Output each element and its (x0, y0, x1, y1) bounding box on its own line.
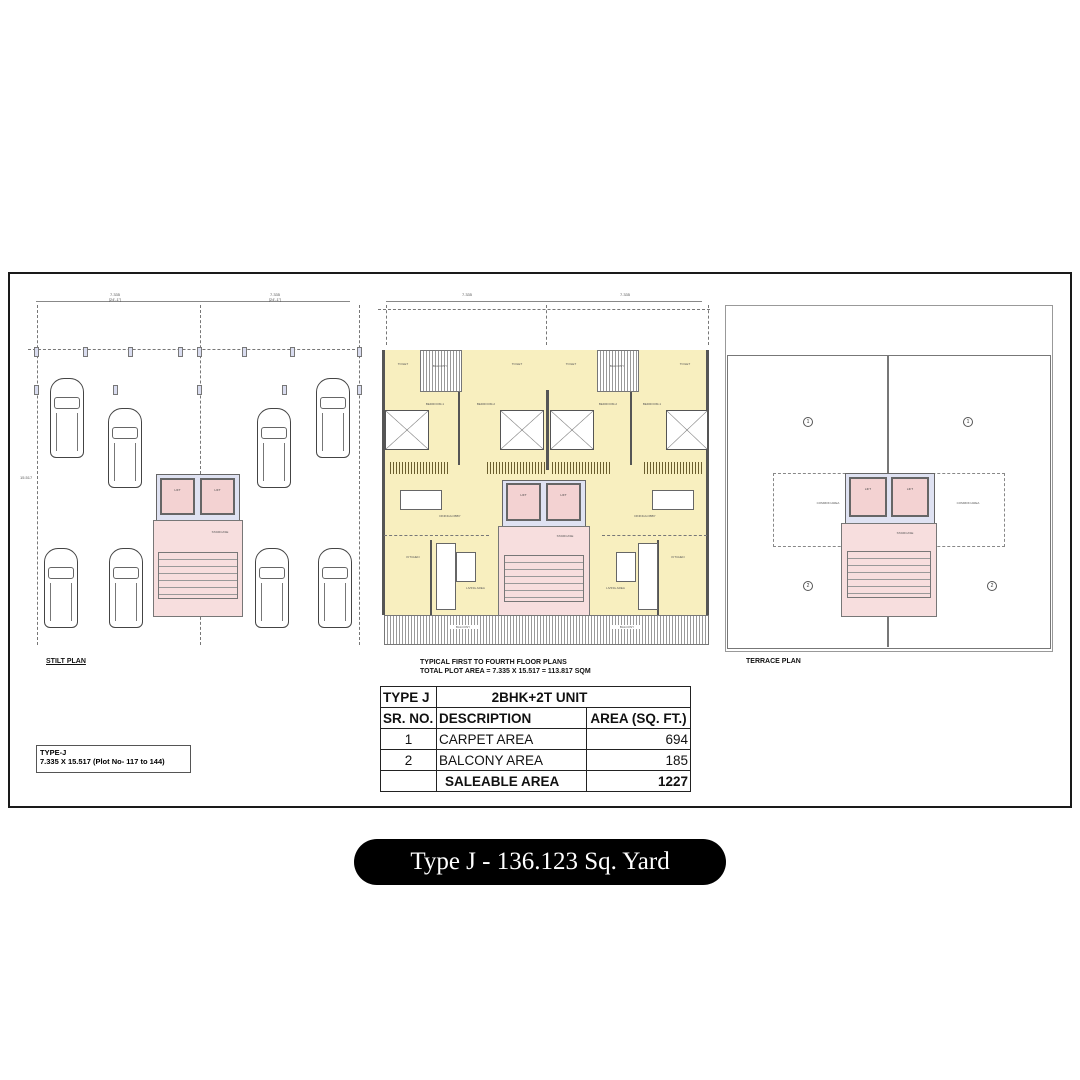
room-label: BALCONY (448, 625, 478, 629)
header-sr-no: SR. NO. (380, 707, 437, 729)
type-area-banner: Type J - 136.123 Sq. Yard (354, 839, 726, 885)
dimension-left: 7.335 (109, 292, 120, 297)
plot-size-label: 7.335 X 15.517 (Plot No- 117 to 144) (40, 757, 165, 766)
sr-cell: 1 (380, 728, 437, 750)
table-header-row: SR. NO. DESCRIPTION AREA (SQ. FT.) (380, 707, 691, 729)
dining-table-icon (400, 490, 442, 510)
front-balcony (384, 615, 709, 645)
room-label: DINING/LOBBY (439, 514, 461, 518)
sr-cell (380, 770, 437, 792)
dimension-right: 7.335 (619, 292, 630, 297)
room-label: DINING/LOBBY (634, 514, 656, 518)
car-icon (316, 378, 350, 458)
type-cell: TYPE J (380, 686, 437, 708)
header-description: DESCRIPTION (436, 707, 587, 729)
staircase-label: STAIRCASE (896, 531, 914, 535)
bed-icon (666, 410, 708, 450)
staircase-label: STAIRCASE (556, 534, 574, 538)
area-cell: 694 (586, 728, 691, 750)
room-label: BEDROOM-1 (425, 402, 445, 406)
description-cell: BALCONY AREA (436, 749, 587, 771)
terrace-plan: 1 1 2 2 COMMON AREA COMMON AREA LIFT LIF… (725, 305, 1055, 652)
zone-marker: 2 (803, 581, 813, 591)
room-label: BALCONY (612, 625, 642, 629)
zone-marker: 2 (987, 581, 997, 591)
dining-table-icon (652, 490, 694, 510)
lift: LIFT (160, 478, 195, 515)
car-icon (50, 378, 84, 458)
sr-cell: 2 (380, 749, 437, 771)
stilt-plan-label: STILT PLAN (46, 658, 86, 665)
terrace-plan-label: TERRACE PLAN (746, 658, 801, 665)
zone-marker: 1 (803, 417, 813, 427)
area-table: TYPE J 2BHK+2T UNIT SR. NO. DESCRIPTION … (380, 686, 691, 792)
room-label: BEDROOM-2 (476, 402, 496, 406)
description-cell: CARPET AREA (436, 728, 587, 750)
staircase-label: STAIRCASE (211, 530, 229, 534)
table-title-row: TYPE J 2BHK+2T UNIT (380, 686, 691, 708)
room-label: TOILET (511, 362, 523, 366)
table-row-total: SALEABLE AREA 1227 (380, 770, 691, 792)
lift: LIFT (891, 477, 929, 517)
total-plot-area: TOTAL PLOT AREA = 7.335 X 15.517 = 113.8… (420, 668, 591, 675)
zone-marker: 1 (963, 417, 973, 427)
room-label: LIVING AREA (606, 586, 625, 590)
room-label: BALCONY (609, 364, 625, 368)
dimension-line (36, 301, 350, 302)
lift: LIFT (200, 478, 235, 515)
room-label: LIVING AREA (466, 586, 485, 590)
coffee-table-icon (616, 552, 636, 582)
car-icon (257, 408, 291, 488)
area-cell: 1227 (586, 770, 691, 792)
type-label: TYPE-J (40, 748, 67, 757)
balcony (420, 350, 462, 392)
dimension-left-ft: [24'-1"] (108, 297, 122, 302)
common-area-label: COMMON AREA (816, 501, 840, 505)
type-info-box: TYPE-J 7.335 X 15.517 (Plot No- 117 to 1… (36, 745, 191, 773)
sofa-icon (638, 543, 658, 610)
dimension-left: 7.335 (461, 292, 472, 297)
lift: LIFT (506, 483, 541, 521)
coffee-table-icon (456, 552, 476, 582)
room-label: BEDROOM-2 (598, 402, 618, 406)
sofa-icon (436, 543, 456, 610)
typical-floor-plan: 7.335 7.335 TOILET BALCONY TOILET TOILET… (370, 290, 715, 650)
lift: LIFT (849, 477, 887, 517)
room-label: TOILET (397, 362, 409, 366)
dimension-right: 7.335 (269, 292, 280, 297)
header-area: AREA (SQ. FT.) (586, 707, 691, 729)
bed-icon (385, 410, 429, 450)
bed-icon (550, 410, 594, 450)
typical-plan-title: TYPICAL FIRST TO FOURTH FLOOR PLANS (420, 659, 567, 666)
common-area-label: COMMON AREA (956, 501, 980, 505)
car-icon (318, 548, 352, 628)
area-cell: 185 (586, 749, 691, 771)
room-label: KITCHEN (671, 555, 685, 559)
room-label: BEDROOM-1 (642, 402, 662, 406)
room-label: BALCONY (432, 364, 448, 368)
car-icon (255, 548, 289, 628)
side-dimension: 15.517 (20, 475, 33, 480)
room-label: KITCHEN (406, 555, 420, 559)
car-icon (109, 548, 143, 628)
unit-cell: 2BHK+2T UNIT (436, 686, 691, 708)
room-label: TOILET (679, 362, 691, 366)
description-cell: SALEABLE AREA (436, 770, 587, 792)
room-label: TOILET (565, 362, 577, 366)
dimension-right-ft: [24'-1"] (268, 297, 282, 302)
lift: LIFT (546, 483, 581, 521)
bed-icon (500, 410, 544, 450)
stilt-plan: 7.335 [24'-1"] 7.335 [24'-1"] 15.517 LIF… (20, 290, 365, 650)
car-icon (108, 408, 142, 488)
typical-plan-label: TYPICAL FIRST TO FOURTH FLOOR PLANS TOTA… (420, 658, 591, 676)
balcony (597, 350, 639, 392)
table-row: 2 BALCONY AREA 185 (380, 749, 691, 771)
table-row: 1 CARPET AREA 694 (380, 728, 691, 750)
car-icon (44, 548, 78, 628)
